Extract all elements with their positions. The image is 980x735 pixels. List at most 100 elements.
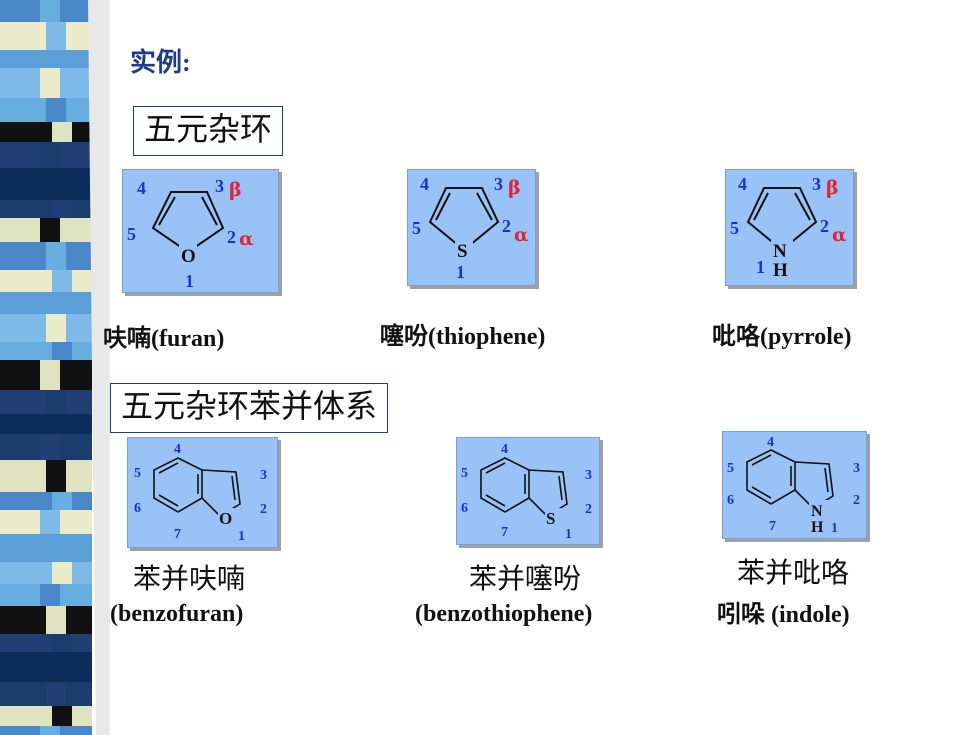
- ring-number: 2: [585, 502, 592, 517]
- sidebar-stripe: [0, 342, 92, 360]
- thiophene-caption: 噻吩(thiophene): [380, 324, 546, 350]
- section-title-benzo-fused: 五元杂环苯并体系: [110, 383, 389, 433]
- furan-structure: O 1 2 α 3 β 4 5: [122, 169, 279, 293]
- hydrogen-h: H: [811, 519, 824, 536]
- ring-number: 4: [501, 442, 508, 457]
- sidebar-stripe: [52, 634, 72, 652]
- ring-number: 3: [812, 174, 821, 194]
- ring-number: 5: [461, 466, 468, 481]
- sidebar-stripe: [0, 50, 92, 68]
- section-title-five-membered: 五元杂环: [133, 106, 284, 156]
- decorative-sidebar: [0, 0, 110, 735]
- ring-number: 1: [756, 257, 765, 277]
- sidebar-stripe: [0, 634, 92, 652]
- ring-number: 4: [738, 174, 747, 194]
- alpha-label: α: [832, 224, 847, 246]
- ring-number: 6: [727, 493, 734, 508]
- heteroatom-s: S: [457, 241, 468, 262]
- sidebar-stripe: [40, 68, 60, 98]
- alpha-label: α: [514, 224, 529, 246]
- sidebar-stripe: [52, 562, 72, 584]
- sidebar-stripe: [0, 492, 92, 510]
- sidebar-stripe: [46, 22, 66, 50]
- heteroatom-n: N: [811, 503, 823, 520]
- sidebar-stripe: [40, 360, 60, 390]
- sidebar-stripe: [46, 98, 66, 122]
- sidebar-stripe: [40, 142, 60, 168]
- ring-number: 4: [767, 435, 774, 450]
- benzofuran-caption-cn: 苯并呋喃: [133, 564, 246, 595]
- sidebar-stripe: [0, 200, 92, 218]
- benzothiophene-structure: S 1 2 3 4 5 6 7: [456, 437, 600, 545]
- beta-label: β: [229, 179, 242, 201]
- pyrrole-caption: 吡咯(pyrrole): [712, 324, 852, 350]
- sidebar-stripe: [0, 270, 92, 292]
- ring-number: 5: [727, 461, 734, 476]
- ring-number: 2: [820, 216, 829, 236]
- sidebar-stripe: [0, 706, 92, 726]
- sidebar-stripe: [52, 122, 72, 142]
- sidebar-stripe: [52, 200, 72, 218]
- indole-caption-en: 吲哚 (indole): [717, 602, 850, 628]
- sidebar-stripe: [40, 434, 60, 460]
- benzothiophene-caption-en: (benzothiophene): [415, 601, 593, 627]
- ring-number: 6: [134, 501, 141, 516]
- beta-label: β: [826, 177, 839, 199]
- sidebar-stripe: [46, 606, 66, 634]
- ring-number: 5: [127, 224, 136, 244]
- ring-number: 7: [501, 525, 508, 540]
- sidebar-stripe: [40, 726, 60, 735]
- sidebar-stripe: [46, 168, 66, 200]
- ring-number: 3: [260, 468, 267, 483]
- ring-number: 7: [174, 527, 181, 542]
- ring-number: 4: [420, 174, 429, 194]
- alpha-label: α: [239, 228, 254, 250]
- benzofuran-caption-en: (benzofuran): [110, 601, 244, 627]
- sidebar-stripe: [52, 706, 72, 726]
- ring-number: 4: [137, 178, 146, 198]
- ring-number: 3: [215, 176, 224, 196]
- sidebar-stripe: [40, 584, 60, 606]
- ring-number: 3: [853, 461, 860, 476]
- benzofuran-structure: O 1 2 3 4 5 6 7: [127, 437, 278, 548]
- heteroatom-n: N: [773, 241, 787, 262]
- ring-number: 4: [174, 442, 181, 457]
- benzothiophene-caption-cn: 苯并噻吩: [469, 564, 582, 595]
- sidebar-stripe: [46, 314, 66, 342]
- sidebar-stripe: [0, 414, 92, 434]
- ring-number: 7: [769, 519, 776, 534]
- ring-number: 3: [585, 468, 592, 483]
- sidebar-stripe: [52, 342, 72, 360]
- sidebar-stripe: [46, 460, 66, 492]
- thiophene-structure: S 1 2 α 3 β 4 5: [407, 169, 536, 286]
- ring-number: 5: [134, 466, 141, 481]
- sidebar-stripe: [46, 390, 66, 414]
- pyrrole-structure: N H 1 2 α 3 β 4 5: [725, 169, 854, 286]
- indole-caption-cn: 苯并吡咯: [737, 558, 850, 589]
- ring-number: 2: [502, 216, 511, 236]
- beta-label: β: [508, 177, 521, 199]
- sidebar-stripe: [40, 652, 60, 682]
- sidebar-stripe: [40, 510, 60, 534]
- ring-number: 2: [260, 502, 267, 517]
- hydrogen-h: H: [773, 260, 788, 281]
- sidebar-stripe: [40, 0, 60, 22]
- sidebar-stripe: [52, 492, 72, 510]
- sidebar-stripe: [52, 414, 72, 434]
- slide-heading: 实例:: [130, 48, 191, 77]
- sidebar-stripe: [46, 242, 66, 270]
- sidebar-stripe: [52, 50, 72, 68]
- ring-number: 5: [412, 218, 421, 238]
- ring-number: 2: [227, 227, 236, 247]
- sidebar-stripe: [0, 122, 92, 142]
- ring-number: 1: [185, 271, 194, 291]
- ring-number: 1: [238, 529, 245, 544]
- ring-number: 5: [730, 218, 739, 238]
- ring-number: 3: [494, 174, 503, 194]
- indole-structure: N H 1 2 3 4 5 6 7: [722, 431, 867, 539]
- ring-number: 1: [456, 262, 465, 282]
- heteroatom-s: S: [546, 509, 555, 528]
- sidebar-stripe: [46, 682, 66, 706]
- ring-number: 2: [853, 493, 860, 508]
- sidebar-stripe: [40, 292, 60, 314]
